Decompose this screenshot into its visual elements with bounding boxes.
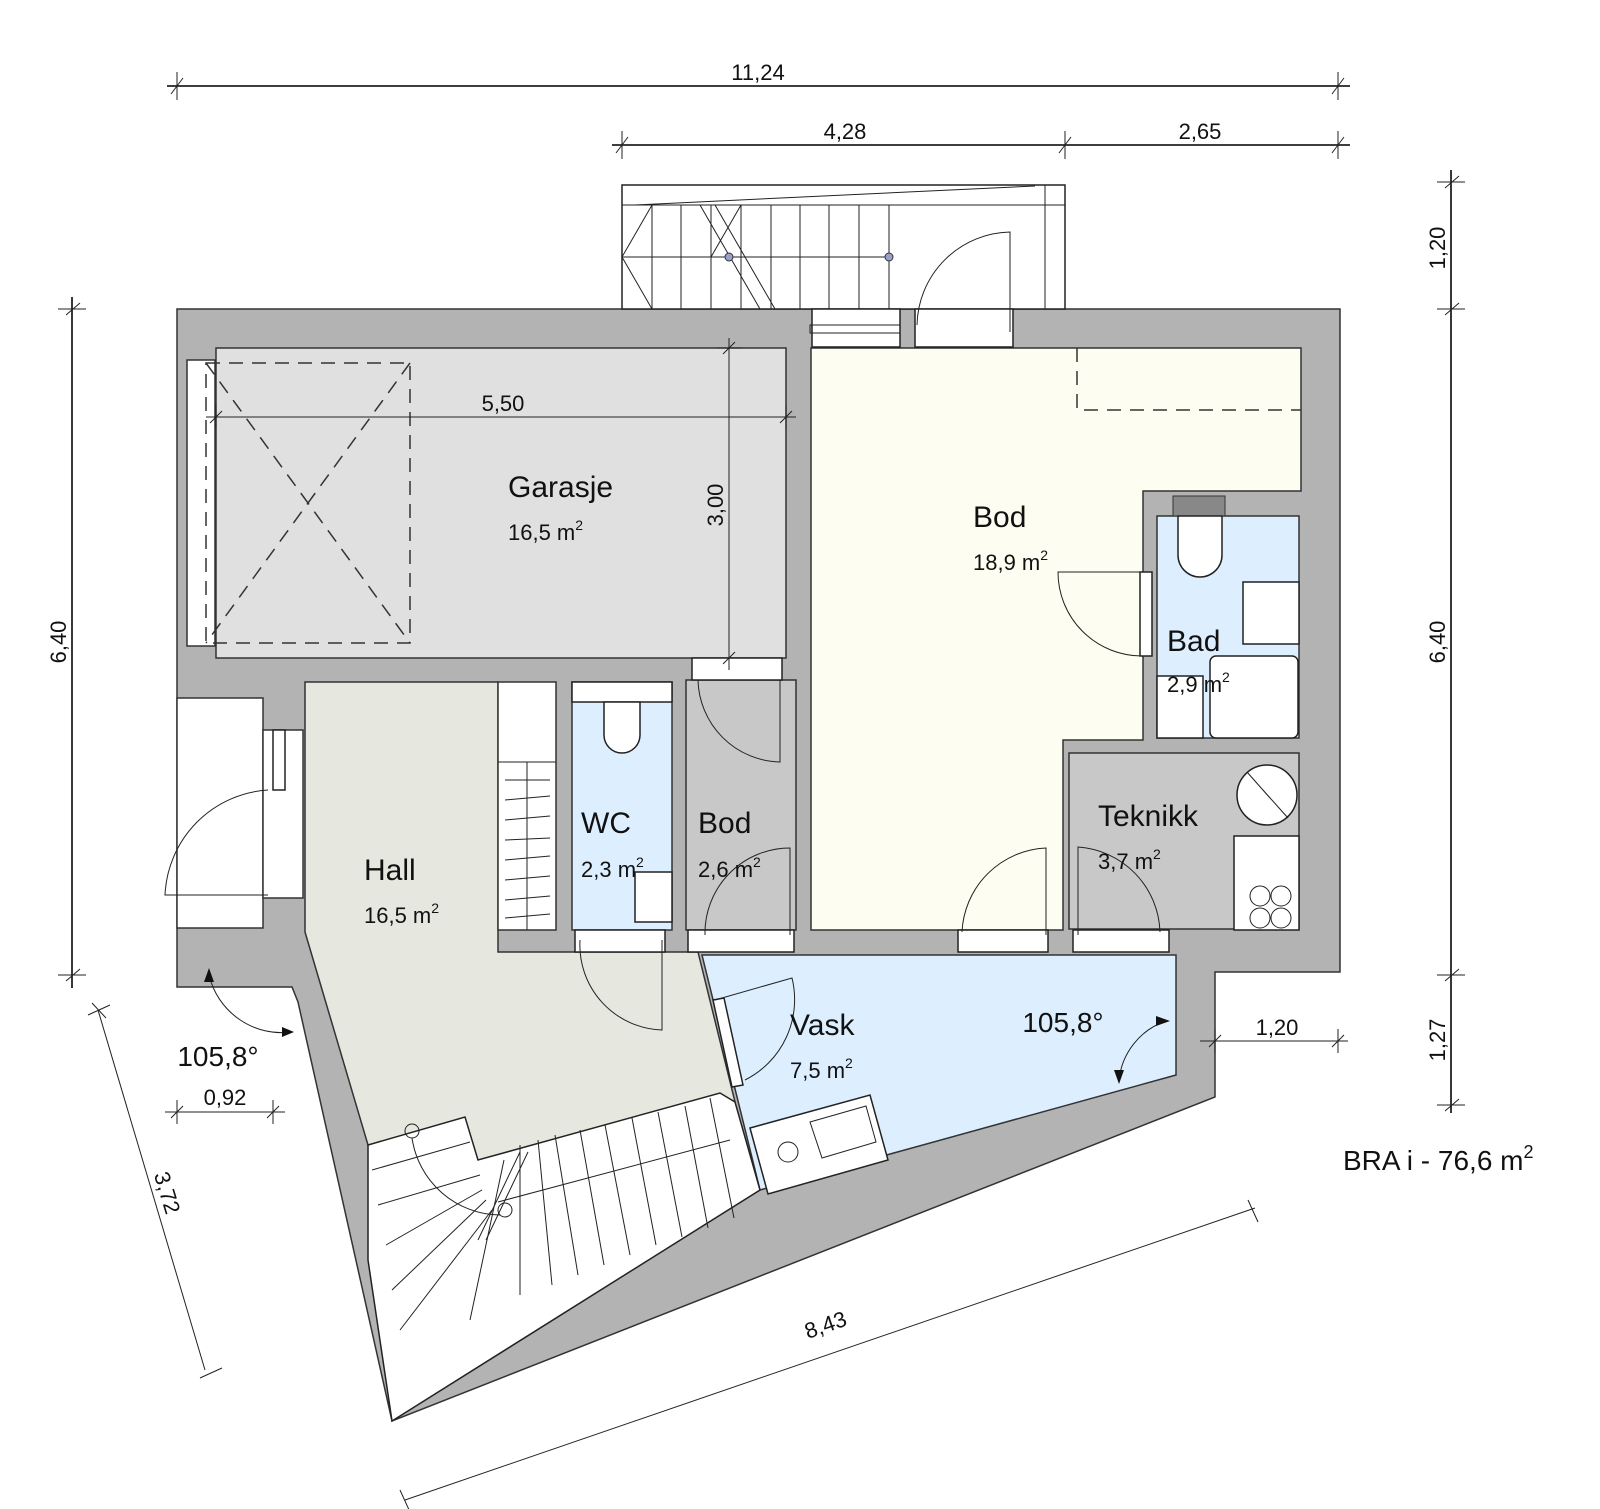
boiler-icon <box>1233 835 1300 931</box>
dim-right-bottom: 1,27 <box>1425 1019 1450 1062</box>
toilet-tank-bad <box>1172 495 1226 517</box>
main-entrance-door <box>164 729 286 896</box>
label-garasje: Garasje 16,5 m2 <box>508 471 613 545</box>
svg-text:Bad: Bad <box>1167 625 1220 658</box>
svg-text:2,9 m2: 2,9 m2 <box>1167 669 1230 697</box>
external-staircase <box>621 184 1066 310</box>
teknikk-door <box>1072 846 1170 953</box>
bod-small-door-bottom <box>687 847 795 953</box>
dim-bottom-diagonal: 8,43 <box>801 1306 850 1344</box>
toilet-wc-icon <box>603 701 641 754</box>
toilet-tank-wc <box>571 681 673 703</box>
svg-text:2,3 m2: 2,3 m2 <box>581 854 644 882</box>
svg-text:7,5 m2: 7,5 m2 <box>790 1055 853 1083</box>
dim-right-top: 1,20 <box>1425 227 1450 270</box>
room-bod-small-floor <box>685 679 797 931</box>
garage-door-opening <box>186 359 216 647</box>
total-area-label: BRA i - 76,6 m2 <box>1343 1142 1534 1176</box>
garage-car-outline <box>205 362 411 644</box>
bod-large-door <box>957 847 1049 953</box>
svg-text:3,7 m2: 3,7 m2 <box>1098 846 1161 874</box>
label-bad: Bad 2,9 m2 <box>1167 625 1230 697</box>
shower-icon <box>1209 655 1299 739</box>
wc-door <box>574 929 666 1031</box>
top-entry-door <box>914 231 1014 348</box>
water-heater-icon <box>1236 764 1298 826</box>
dim-left-height: 6,40 <box>46 621 71 664</box>
dim-top-segment-2: 2,65 <box>1179 119 1222 144</box>
svg-text:Bod: Bod <box>973 501 1026 534</box>
bod-small-door-top <box>691 657 783 763</box>
svg-text:WC: WC <box>581 807 631 840</box>
label-hall: Hall 16,5 m2 <box>364 854 439 928</box>
vask-door <box>712 977 796 1088</box>
svg-text:18,9 m2: 18,9 m2 <box>973 547 1048 575</box>
dim-left-step: 0,92 <box>204 1085 247 1110</box>
dim-left-diagonal: 3,72 <box>149 1169 185 1217</box>
angle-arc-left <box>208 974 293 1034</box>
angle-right-label: 105,8° <box>1022 1007 1103 1038</box>
dim-garage-depth: 3,00 <box>703 484 728 527</box>
label-bod-large: Bod 18,9 m2 <box>973 501 1048 575</box>
washer-bad <box>1156 675 1204 739</box>
dim-overall-width: 11,24 <box>731 60 784 85</box>
svg-text:16,5 m2: 16,5 m2 <box>364 900 439 928</box>
sink-bad-icon <box>1242 581 1300 645</box>
svg-text:Vask: Vask <box>790 1009 855 1042</box>
room-bod-large-floor <box>810 347 1302 931</box>
svg-text:Garasje: Garasje <box>508 471 613 504</box>
dim-garage-width: 5,50 <box>482 391 525 416</box>
closet-shelves <box>498 761 556 930</box>
label-wc: WC 2,3 m2 <box>581 807 644 882</box>
top-window <box>811 308 901 348</box>
svg-text:Bod: Bod <box>698 807 751 840</box>
svg-text:Hall: Hall <box>364 854 416 887</box>
bad-door <box>1057 571 1153 657</box>
label-teknikk: Teknikk 3,7 m2 <box>1098 800 1199 874</box>
dim-right-height: 6,40 <box>1425 621 1450 664</box>
angle-left-label: 105,8° <box>177 1041 258 1072</box>
interior-staircase <box>367 1092 761 1423</box>
svg-text:16,5 m2: 16,5 m2 <box>508 517 583 545</box>
label-bod-small: Bod 2,6 m2 <box>698 807 761 882</box>
label-vask: Vask 7,5 m2 <box>790 1009 855 1083</box>
laundry-counter <box>749 1094 889 1195</box>
svg-text:Teknikk: Teknikk <box>1098 800 1199 833</box>
toilet-bad-icon <box>1177 515 1223 578</box>
entrance-vestibule <box>176 697 264 929</box>
svg-text:2,6 m2: 2,6 m2 <box>698 854 761 882</box>
dimension-lines <box>58 72 1465 1509</box>
dim-top-segment-1: 4,28 <box>824 119 867 144</box>
room-garasje-floor <box>215 347 787 659</box>
sink-wc-icon <box>634 871 673 923</box>
dim-right-step: 1,20 <box>1256 1015 1299 1040</box>
bod-dashed-area <box>1076 348 1301 411</box>
